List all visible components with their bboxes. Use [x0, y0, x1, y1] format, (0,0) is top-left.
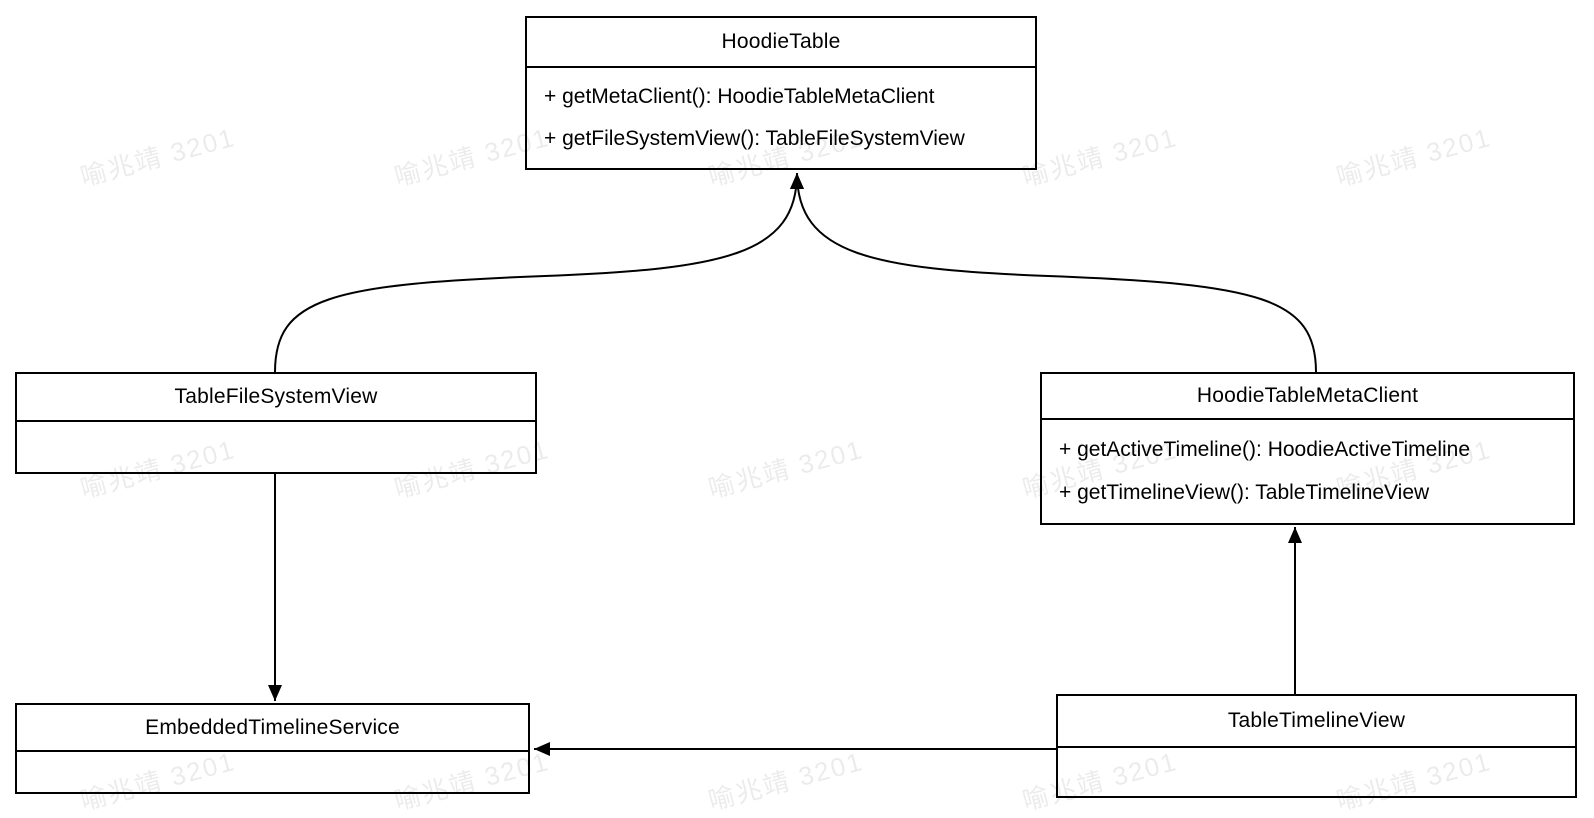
- class-name: TableTimelineView: [1058, 696, 1575, 748]
- class-method: + getActiveTimeline(): HoodieActiveTimel…: [1059, 438, 1471, 462]
- class-box-tablefilesystemview: TableFileSystemView: [15, 372, 537, 474]
- class-method: + getFileSystemView(): TableFileSystemVi…: [544, 126, 965, 150]
- class-box-hoodietablemetaclient: HoodieTableMetaClient + getActiveTimelin…: [1040, 372, 1575, 525]
- class-name: HoodieTable: [527, 18, 1035, 68]
- watermark-text: 喻兆靖 3201: [705, 433, 867, 505]
- class-name: EmbeddedTimelineService: [17, 705, 528, 752]
- class-box-tabletimelineview: TableTimelineView: [1056, 694, 1577, 798]
- class-method: + getMetaClient(): HoodieTableMetaClient: [544, 85, 935, 109]
- edge-hoodietablemetaclient-to-hoodietable: [790, 172, 1317, 373]
- class-methods: + getActiveTimeline(): HoodieActiveTimel…: [1042, 420, 1573, 523]
- watermark-text: 喻兆靖 3201: [1019, 121, 1181, 193]
- watermark-text: 喻兆靖 3201: [77, 121, 239, 193]
- class-method: + getTimelineView(): TableTimelineView: [1059, 480, 1430, 504]
- class-name: HoodieTableMetaClient: [1042, 374, 1573, 420]
- class-box-embeddedtimelineservice: EmbeddedTimelineService: [15, 703, 530, 794]
- class-name: TableFileSystemView: [17, 374, 535, 422]
- watermark-text: 喻兆靖 3201: [1333, 121, 1495, 193]
- empty-compartment: [17, 422, 535, 472]
- empty-compartment: [1058, 748, 1575, 796]
- empty-compartment: [17, 752, 528, 792]
- edge-tablefilesystemview-to-hoodietable: [274, 172, 804, 373]
- class-methods: + getMetaClient(): HoodieTableMetaClient…: [527, 68, 1035, 168]
- class-box-hoodietable: HoodieTable + getMetaClient(): HoodieTab…: [525, 16, 1037, 170]
- watermark-text: 喻兆靖 3201: [705, 745, 867, 817]
